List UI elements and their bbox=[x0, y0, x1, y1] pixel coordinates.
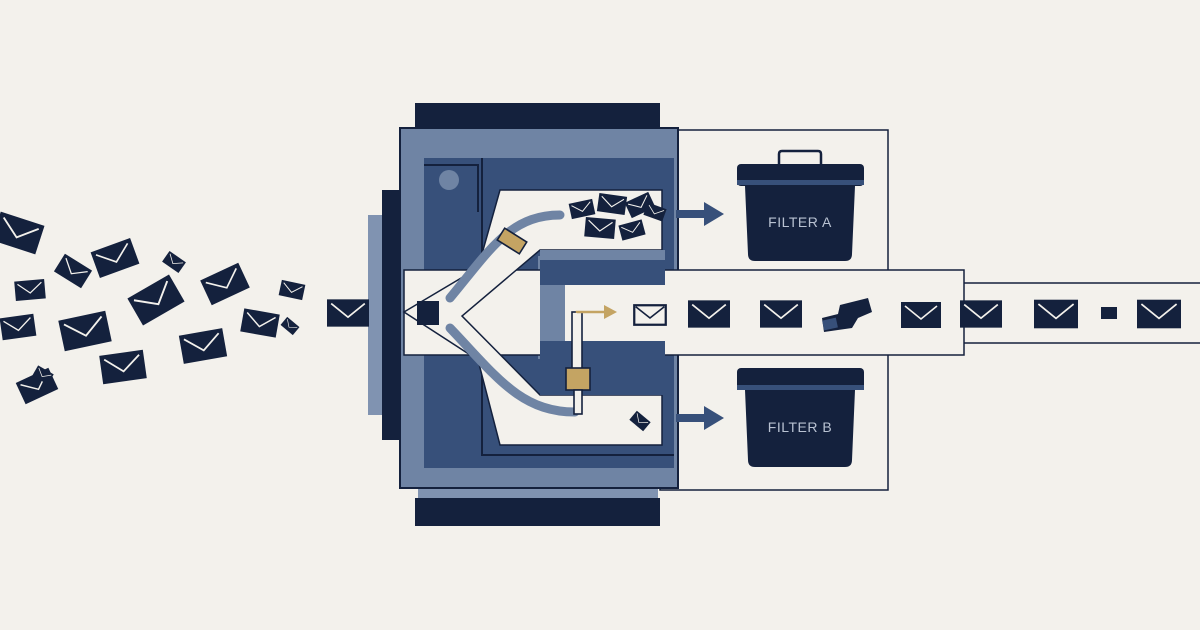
sorting-machine bbox=[368, 103, 965, 526]
envelope-icon bbox=[326, 298, 370, 328]
envelope-icon bbox=[759, 299, 803, 329]
bin-label: FILTER A bbox=[768, 214, 832, 230]
bin-label: FILTER B bbox=[768, 419, 832, 435]
indicator-light bbox=[439, 170, 459, 190]
envelope-icon bbox=[959, 299, 1003, 329]
envelope-icon bbox=[900, 301, 942, 329]
envelope-icon bbox=[1136, 298, 1182, 330]
trash-bin-icon: FILTER B bbox=[737, 368, 864, 467]
incoming-envelopes bbox=[0, 210, 306, 405]
intake-sensor bbox=[417, 301, 439, 325]
valve-icon bbox=[565, 305, 617, 415]
conveyor-envelopes bbox=[633, 298, 1182, 332]
gate-marker bbox=[496, 227, 528, 255]
envelope-icon bbox=[633, 304, 667, 326]
envelope-icon bbox=[1033, 298, 1079, 330]
trash-bin-icon: FILTER A bbox=[737, 149, 864, 261]
envelope-icon bbox=[687, 299, 731, 329]
envelope-fragment bbox=[1101, 307, 1117, 319]
